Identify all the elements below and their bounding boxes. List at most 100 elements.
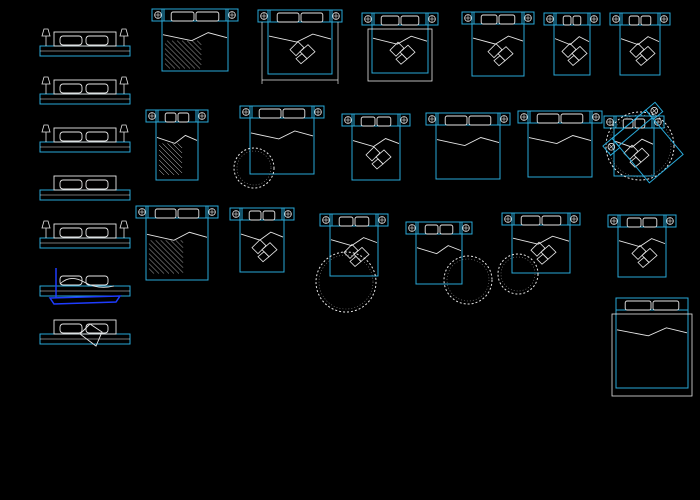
nightstand: [543, 12, 557, 26]
bed-plan-r1-3: [361, 12, 439, 82]
nightstand: [195, 109, 209, 123]
hatch-pattern: [148, 240, 184, 274]
nightstand: [319, 213, 333, 227]
bed-plan-r3-5: [497, 212, 581, 295]
bed-elevation-2: [39, 76, 131, 105]
nightstand: [567, 212, 581, 226]
bed-plan-r2-1: [145, 109, 209, 181]
plan-grid: [135, 8, 693, 397]
nightstand: [663, 214, 677, 228]
pillows: [562, 15, 582, 26]
nightstand: [225, 8, 239, 22]
pillows: [624, 300, 680, 311]
nightstand: [361, 12, 375, 26]
nightstand: [405, 221, 419, 235]
pillows: [258, 108, 306, 119]
bed-plan-r2-2: [233, 105, 325, 189]
bed-plan-r4-1: [611, 297, 693, 397]
bed-plan-r2-4: [425, 112, 511, 180]
bed-plan-r3-4: [405, 221, 493, 305]
nightstand: [281, 207, 295, 221]
nightstand: [589, 110, 603, 124]
nightstand: [461, 11, 475, 25]
bed-elevation-5: [39, 220, 131, 249]
nightstand: [205, 205, 219, 219]
bed-elevation-4: [39, 175, 131, 201]
bed-elevation-3: [39, 124, 131, 153]
nightstand: [497, 112, 511, 126]
bed-plan-r3-6: [607, 214, 677, 278]
pillows: [154, 208, 200, 219]
cushions: [289, 41, 316, 65]
bed-plan-r3-3: [315, 213, 389, 313]
nightstand: [229, 207, 243, 221]
nightstand: [587, 12, 601, 26]
bed-plan-r3-1: [135, 205, 219, 281]
cushions: [629, 42, 656, 66]
nightstand: [239, 105, 253, 119]
pillows: [628, 15, 652, 26]
pillows: [480, 14, 516, 25]
hatch-pattern: [164, 40, 202, 69]
cushions: [530, 241, 557, 265]
pillows: [170, 11, 220, 22]
pillows: [338, 216, 370, 227]
cushions: [631, 244, 658, 268]
nightstand: [459, 221, 473, 235]
rotated-bed-plan: [602, 101, 684, 184]
elevation-column: [39, 28, 131, 347]
nightstand: [609, 12, 623, 26]
nightstand: [397, 113, 411, 127]
cushions: [343, 243, 370, 267]
pillows: [424, 224, 454, 235]
bed-plan-r2-5: [517, 110, 603, 178]
bed-elevation-1: [39, 28, 131, 57]
pillows: [444, 115, 492, 126]
pillows: [520, 215, 562, 226]
plan-row2: [145, 105, 675, 189]
cushions: [561, 42, 588, 66]
bed-plan-r3-2: [229, 207, 295, 273]
plan-row3: [135, 205, 677, 313]
nightstand: [311, 105, 325, 119]
nightstand: [425, 12, 439, 26]
pillows: [164, 112, 190, 123]
nightstand: [517, 110, 531, 124]
nightstand: [501, 212, 515, 226]
plan-row4: [611, 297, 693, 397]
bed-plan-r1-6: [609, 12, 671, 76]
pillows: [626, 217, 658, 228]
pillows: [380, 15, 420, 26]
bed-plan-r1-1: [151, 8, 239, 72]
nightstand: [375, 213, 389, 227]
bed-plan-r1-5: [543, 12, 601, 76]
bed-elevation-6: [39, 268, 131, 305]
nightstand: [341, 113, 355, 127]
nightstand: [602, 137, 621, 156]
cushions: [365, 146, 392, 170]
nightstand: [645, 101, 664, 120]
nightstand: [257, 9, 271, 23]
nightstand: [521, 11, 535, 25]
cushions: [251, 239, 278, 263]
cushions: [487, 43, 514, 67]
pillows: [276, 12, 324, 23]
pillows: [248, 210, 276, 221]
bed-elevation-7: [39, 319, 131, 347]
plan-row1: [151, 8, 671, 84]
bed-plan-r1-4: [461, 11, 535, 77]
nightstand: [329, 9, 343, 23]
nightstand: [607, 214, 621, 228]
bed-plan-r2-3: [341, 113, 411, 181]
cushions: [389, 41, 416, 65]
nightstand: [657, 12, 671, 26]
nightstand: [135, 205, 149, 219]
nightstand: [425, 112, 439, 126]
nightstand: [151, 8, 165, 22]
pillows: [536, 113, 584, 124]
bed-plan-r1-2: [257, 9, 343, 84]
pillows: [360, 116, 392, 127]
